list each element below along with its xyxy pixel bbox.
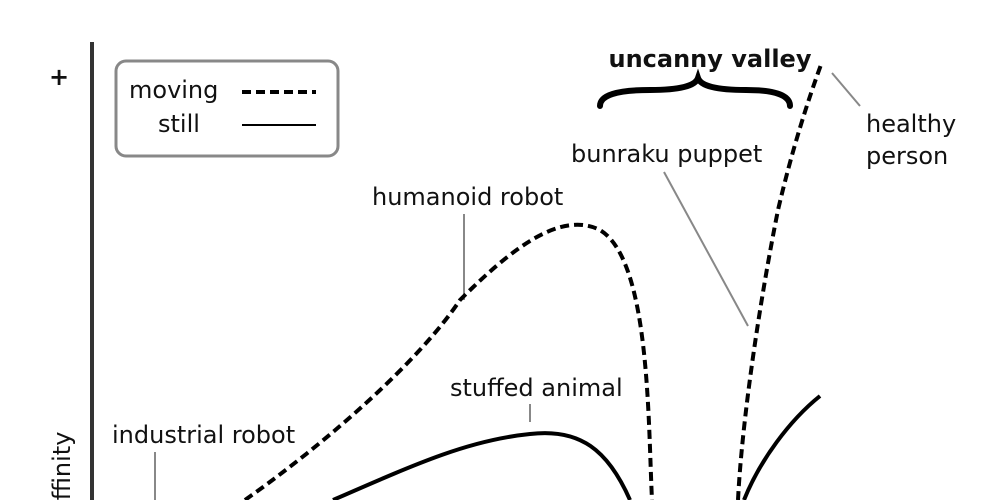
legend-box: [114, 59, 340, 158]
bunraku-puppet-leader: [663, 171, 749, 327]
moving-curve-rise: [736, 61, 824, 500]
legend-moving-label: moving: [129, 76, 218, 104]
uncanny-valley-brace: [597, 68, 793, 109]
moving-curve-main: [243, 222, 654, 500]
healthy-person-leader: [831, 72, 861, 107]
still-curve-main: [332, 431, 632, 500]
humanoid-robot-label: humanoid robot: [372, 183, 563, 211]
stuffed-animal-label: stuffed animal: [450, 374, 623, 402]
uncanny-valley-label: uncanny valley: [609, 45, 812, 73]
bunraku-puppet-label: bunraku puppet: [571, 140, 762, 168]
y-axis-label: affinity: [48, 432, 76, 500]
industrial-robot-label: industrial robot: [112, 421, 295, 449]
healthy-person-label-line2: person: [866, 142, 948, 170]
legend-still-label: still: [158, 110, 200, 138]
still-curve-rise: [742, 394, 822, 500]
y-axis-plus-marker: +: [49, 63, 69, 91]
healthy-person-label-line1: healthy: [866, 110, 956, 138]
